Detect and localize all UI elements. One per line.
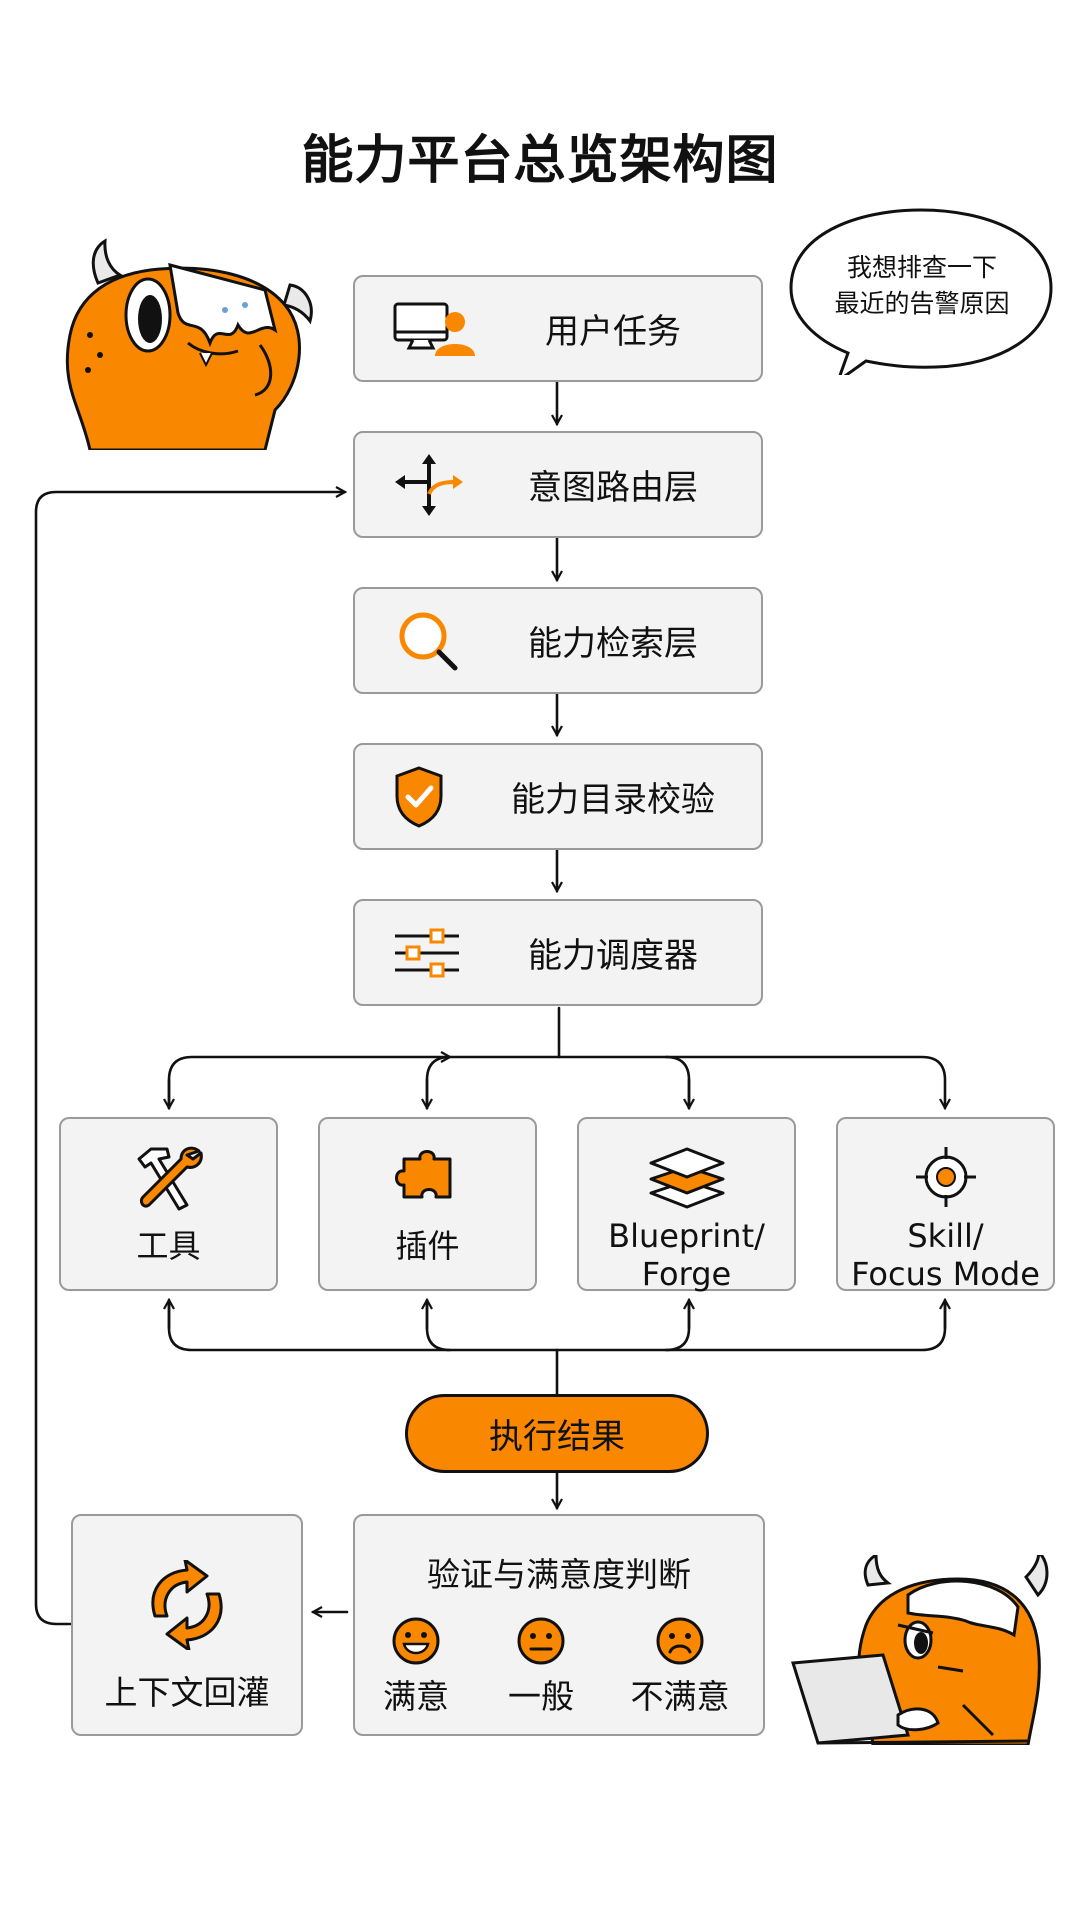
catalog-validation-box[interactable]: 能力目录校验 xyxy=(353,743,763,850)
layers-icon xyxy=(649,1147,724,1209)
speech-bubble-text: 我想排查一下 最近的告警原因 xyxy=(806,250,1038,322)
catalog-validation-label: 能力目录校验 xyxy=(511,780,715,820)
tools-box[interactable]: 工具 xyxy=(59,1117,278,1291)
skill-label-line1: Skill/ xyxy=(907,1217,984,1255)
intent-routing-label: 意图路由层 xyxy=(528,468,698,508)
execution-result-pill[interactable]: 执行结果 xyxy=(405,1394,709,1473)
context-refill-label: 上下文回灌 xyxy=(104,1673,270,1712)
dissatisfied-option[interactable]: 不满意 xyxy=(615,1616,745,1718)
satisfied-option[interactable]: 满意 xyxy=(351,1616,481,1718)
refresh-arrows-icon xyxy=(151,1560,223,1650)
sliders-icon xyxy=(395,928,459,977)
blueprint-forge-label: Blueprint/ Forge xyxy=(579,1217,794,1293)
blueprint-forge-box[interactable]: Blueprint/ Forge xyxy=(577,1117,796,1293)
satisfied-label: 满意 xyxy=(383,1677,449,1716)
blueprint-label-line2: Forge xyxy=(641,1255,732,1293)
sad-face-icon xyxy=(656,1617,704,1665)
neutral-option[interactable]: 一般 xyxy=(476,1616,606,1718)
fanout-bus xyxy=(167,1055,945,1108)
skill-focus-box[interactable]: Skill/ Focus Mode xyxy=(836,1117,1055,1293)
speech-bubble xyxy=(789,208,1053,375)
routing-arrows-icon xyxy=(395,453,463,516)
verification-title: 验证与满意度判断 xyxy=(427,1555,691,1594)
skill-label-line2: Focus Mode xyxy=(851,1255,1040,1293)
context-refill-box[interactable]: 上下文回灌 xyxy=(71,1514,303,1736)
capability-scheduler-box[interactable]: 能力调度器 xyxy=(353,899,763,1006)
target-icon xyxy=(915,1147,976,1207)
fanout-branch-plugin xyxy=(425,1057,450,1110)
happy-face-icon xyxy=(392,1617,440,1665)
laptop-mascot-illustration xyxy=(791,1555,1049,1745)
magnifier-icon xyxy=(399,612,458,670)
bubble-line-1: 我想排查一下 xyxy=(846,253,997,282)
neutral-face-icon xyxy=(517,1617,565,1665)
verification-box[interactable]: 验证与满意度判断 满意 一般 不满意 xyxy=(353,1514,765,1736)
feedback-loop-arrow xyxy=(34,492,345,1626)
capability-retrieval-box[interactable]: 能力检索层 xyxy=(353,587,763,694)
shield-check-icon xyxy=(395,765,443,828)
skill-focus-label: Skill/ Focus Mode xyxy=(838,1217,1053,1293)
hammer-wrench-icon xyxy=(137,1146,203,1211)
neutral-label: 一般 xyxy=(508,1677,574,1716)
stressed-mascot-illustration xyxy=(65,238,313,450)
puzzle-piece-icon xyxy=(394,1150,451,1199)
user-task-box[interactable]: 用户任务 xyxy=(353,275,763,382)
capability-scheduler-label: 能力调度器 xyxy=(528,936,698,976)
intent-routing-box[interactable]: 意图路由层 xyxy=(353,431,763,538)
dissatisfied-label: 不满意 xyxy=(630,1677,730,1716)
capability-retrieval-label: 能力检索层 xyxy=(528,624,698,664)
tools-label: 工具 xyxy=(136,1227,201,1265)
blueprint-label-line1: Blueprint/ xyxy=(608,1217,765,1255)
plugins-box[interactable]: 插件 xyxy=(318,1117,537,1291)
plugins-label: 插件 xyxy=(395,1227,460,1265)
user-task-label: 用户任务 xyxy=(545,312,681,352)
page-title: 能力平台总览架构图 xyxy=(301,131,779,191)
fanin-bus xyxy=(167,1299,947,1352)
user-computer-icon xyxy=(393,302,475,356)
bubble-line-2: 最近的告警原因 xyxy=(834,289,1010,318)
